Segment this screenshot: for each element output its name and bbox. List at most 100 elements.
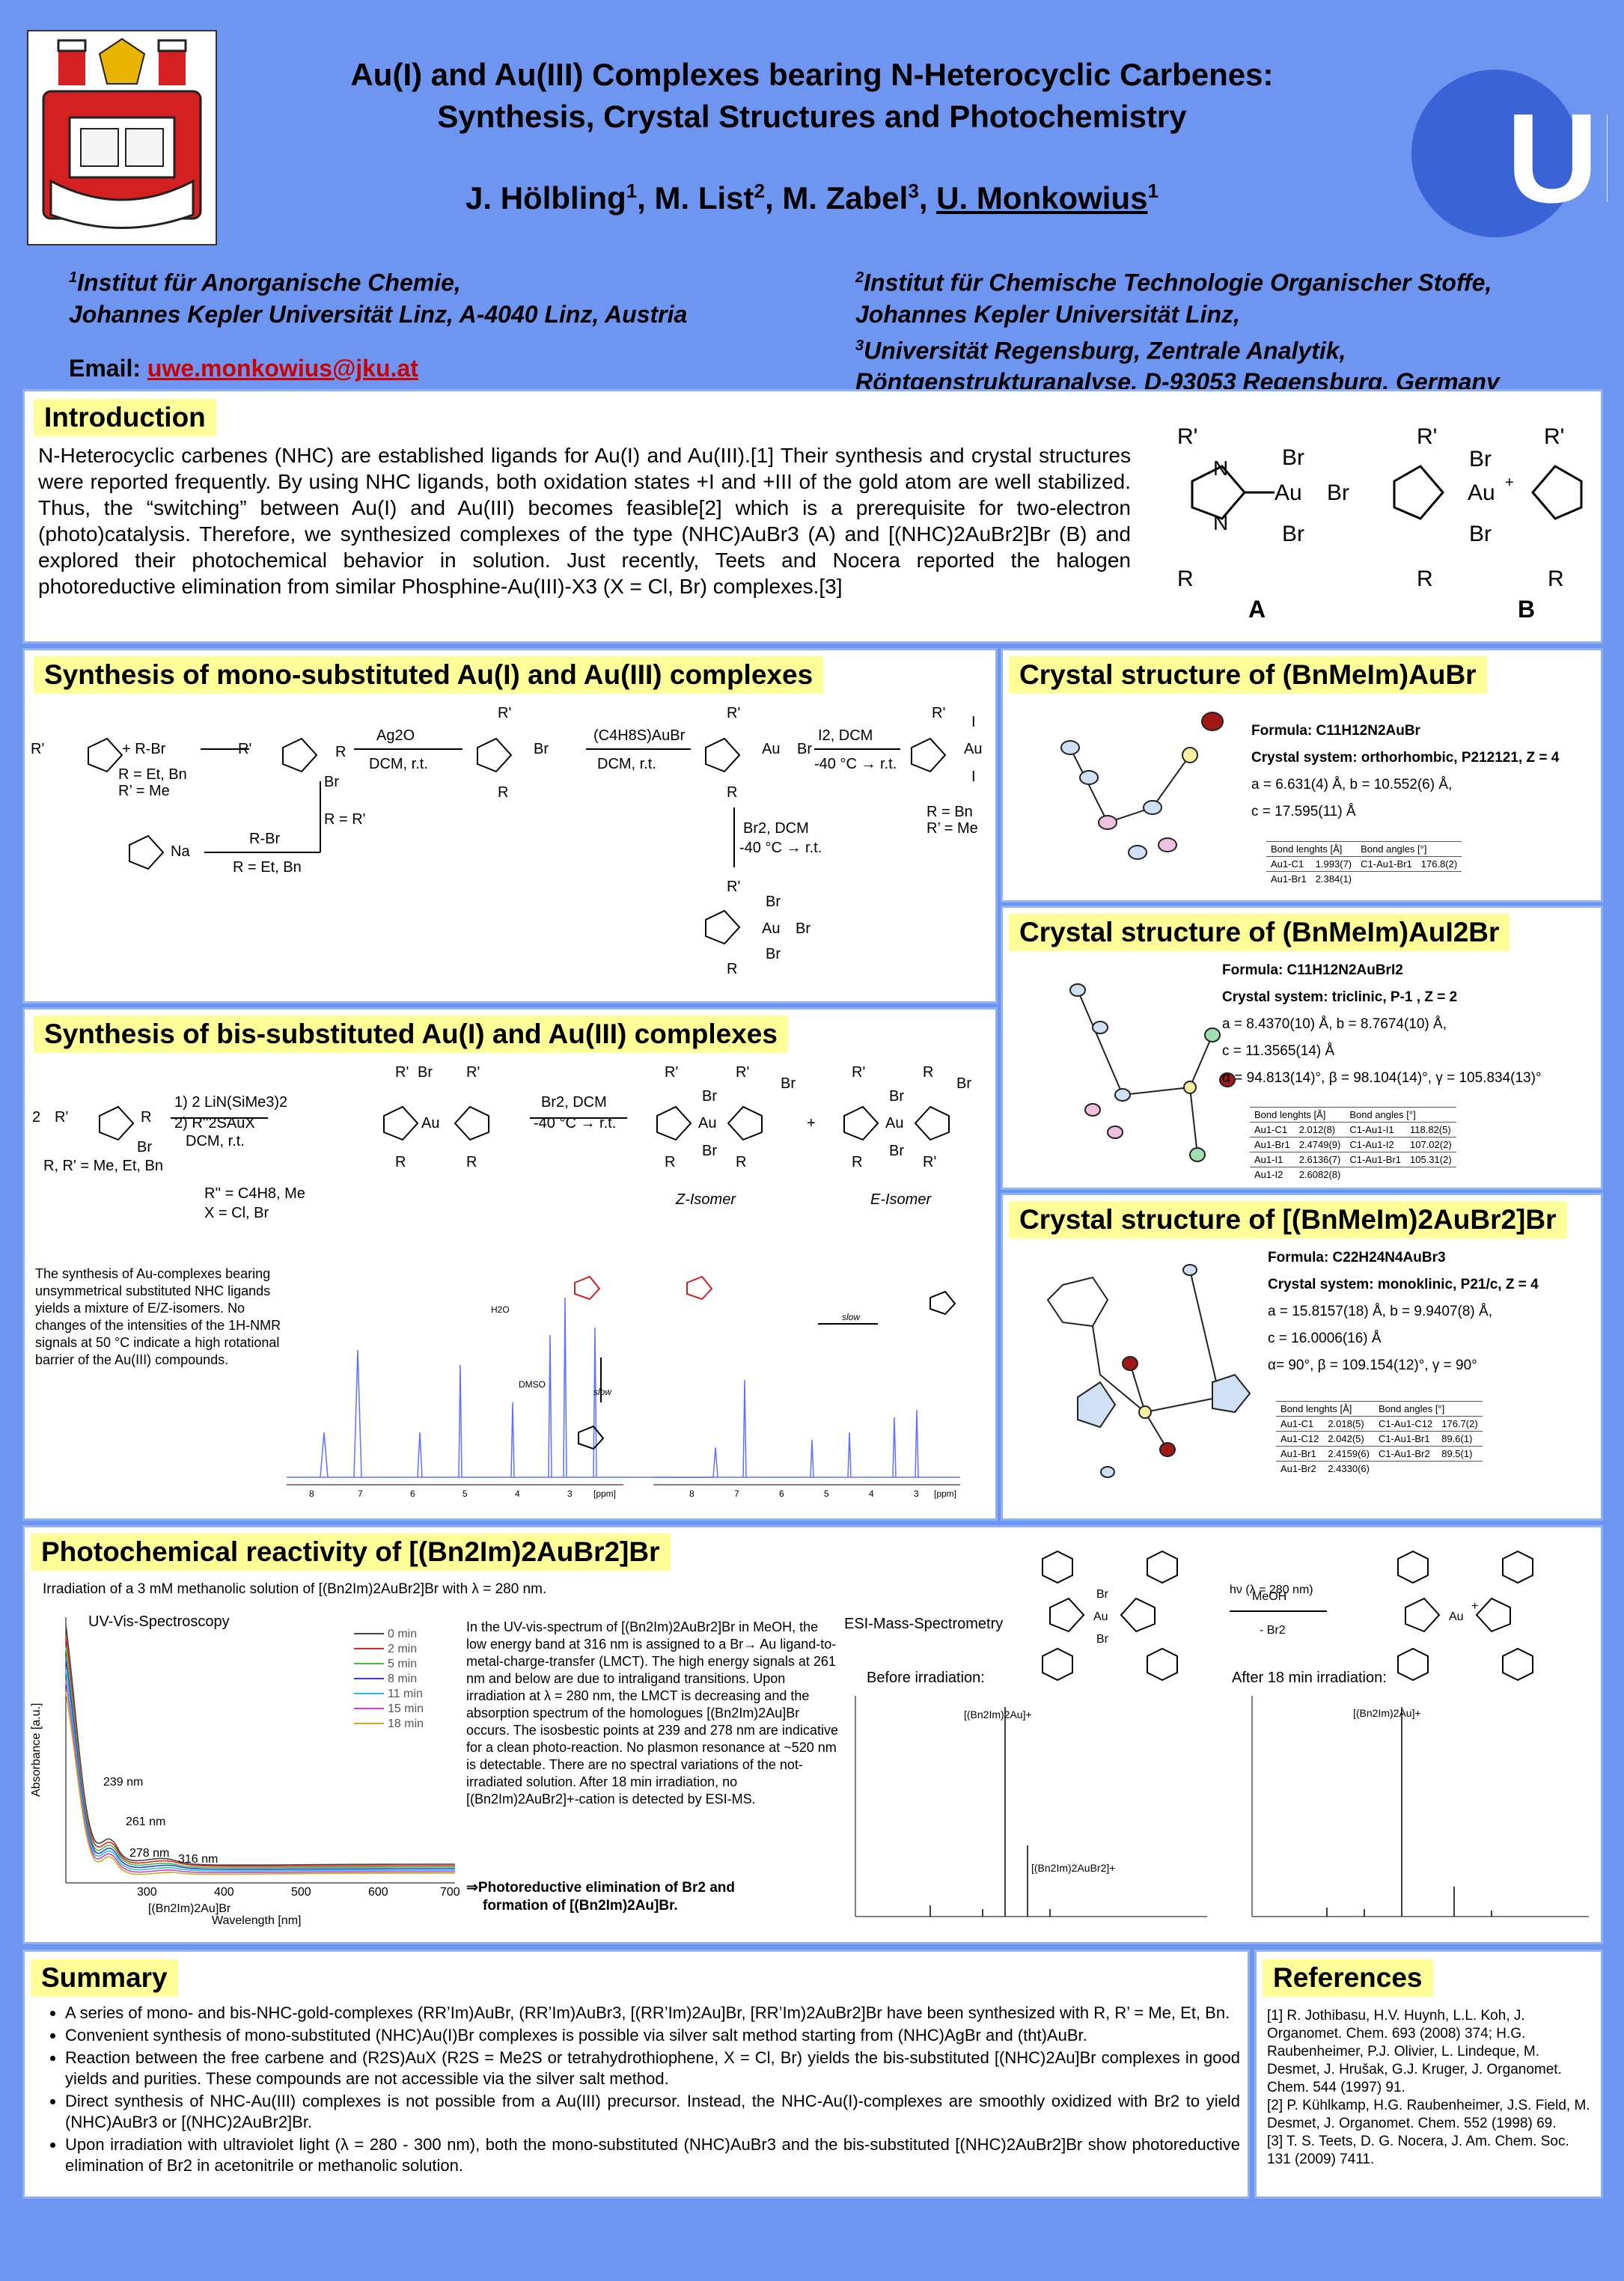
cs3-ortep bbox=[1046, 1264, 1251, 1478]
svg-text:Br: Br bbox=[324, 774, 339, 790]
svg-text:R': R' bbox=[498, 705, 511, 721]
svg-text:Au: Au bbox=[698, 1115, 716, 1132]
svg-text:Br: Br bbox=[766, 894, 781, 910]
svg-text:700: 700 bbox=[440, 1886, 460, 1899]
svg-text:Au: Au bbox=[762, 741, 780, 757]
title-line-2: Synthesis, Crystal Structures and Photoc… bbox=[437, 99, 1187, 134]
intro-panel: Introduction N-Heterocyclic carbenes (NH… bbox=[22, 389, 1603, 644]
svg-text:+: + bbox=[1471, 1600, 1478, 1613]
list-item: A series of mono- and bis-NHC-gold-compl… bbox=[65, 2003, 1240, 2024]
svg-text:DCM, r.t.: DCM, r.t. bbox=[369, 756, 428, 772]
svg-text:7: 7 bbox=[734, 1488, 739, 1499]
svg-text:18 min: 18 min bbox=[388, 1717, 424, 1730]
svg-text:500: 500 bbox=[291, 1886, 311, 1899]
svg-text:X = Cl, Br: X = Cl, Br bbox=[204, 1205, 269, 1221]
svg-text:- Br2: - Br2 bbox=[1260, 1624, 1286, 1637]
svg-text:R': R' bbox=[238, 741, 251, 757]
svg-text:2 min: 2 min bbox=[388, 1643, 417, 1655]
nmr-description: The synthesis of Au-complexes bearing un… bbox=[35, 1266, 281, 1367]
list-item: Reaction between the free carbene and (R… bbox=[65, 2048, 1240, 2089]
intro-heading: Introduction bbox=[34, 399, 216, 436]
svg-text:8 min: 8 min bbox=[388, 1673, 417, 1685]
svg-text:[(Bn2Im)2AuBr2]+: [(Bn2Im)2AuBr2]+ bbox=[1031, 1862, 1115, 1874]
svg-text:2: 2 bbox=[32, 1109, 40, 1126]
svg-text:MeOH: MeOH bbox=[1252, 1590, 1286, 1603]
poster-title: Au(I) and Au(III) Complexes bearing N-He… bbox=[247, 54, 1377, 138]
svg-text:DCM, r.t.: DCM, r.t. bbox=[186, 1133, 245, 1149]
email-link[interactable]: uwe.monkowius@jku.at bbox=[147, 355, 418, 382]
svg-text:Br: Br bbox=[889, 1143, 904, 1159]
svg-text:4: 4 bbox=[515, 1488, 520, 1499]
photo-panel: Photochemical reactivity of [(Bn2Im)2AuB… bbox=[22, 1525, 1603, 1944]
svg-text:Absorbance [a.u.]: Absorbance [a.u.] bbox=[30, 1703, 43, 1797]
svg-text:R': R' bbox=[923, 1154, 936, 1170]
svg-text:R’ = Me: R’ = Me bbox=[118, 783, 170, 799]
svg-text:-40 °C → r.t.: -40 °C → r.t. bbox=[534, 1115, 616, 1132]
uv-title: UV-Vis-Spectroscopy bbox=[88, 1613, 230, 1630]
svg-text:0 min: 0 min bbox=[388, 1628, 417, 1640]
svg-text:R: R bbox=[727, 961, 737, 977]
svg-text:Wavelength [nm]: Wavelength [nm] bbox=[212, 1914, 301, 1927]
synth-bis-panel: Synthesis of bis-substituted Au(I) and A… bbox=[22, 1007, 998, 1521]
list-item: [2] P. Kühlkamp, H.G. Raubenheimer, J.S.… bbox=[1267, 2098, 1590, 2131]
svg-text:R, R' = Me, Et, Bn: R, R' = Me, Et, Bn bbox=[43, 1158, 163, 1174]
cs2-data: Formula: C11H12N2AuBrI2 Crystal system: … bbox=[1222, 962, 1542, 1086]
svg-text:-40 °C → r.t.: -40 °C → r.t. bbox=[814, 756, 897, 772]
svg-text:[(Bn2Im)2Au]+: [(Bn2Im)2Au]+ bbox=[964, 1709, 1032, 1720]
svg-text:B: B bbox=[1518, 596, 1535, 623]
svg-text:Br: Br bbox=[766, 946, 781, 962]
svg-text:R = Bn: R = Bn bbox=[927, 804, 973, 820]
esi-before-label: Before irradiation: bbox=[867, 1670, 985, 1686]
photo-conclusion: ⇒Photoreductive elimination of Br2 and f… bbox=[466, 1880, 736, 1914]
svg-text:R': R' bbox=[932, 705, 945, 721]
crystal-panel-1: Crystal structure of (BnMeIm)AuBr Formul… bbox=[1001, 648, 1603, 903]
esi-before-spectrum: [(Bn2Im)2Au]+ [(Bn2Im)2AuBr2]+ bbox=[855, 1696, 1207, 1917]
svg-text:Au: Au bbox=[1275, 480, 1302, 505]
summary-heading: Summary bbox=[31, 1959, 178, 1997]
list-item: [3] T. S. Teets, D. G. Nocera, J. Am. Ch… bbox=[1267, 2134, 1569, 2167]
svg-text:Au: Au bbox=[1468, 480, 1495, 505]
reaction-scheme: Au Br Br MeOH hν (λ = 280 nm) hν (λ = 28… bbox=[1042, 1550, 1533, 1682]
cs2-ortep bbox=[1069, 983, 1236, 1162]
svg-text:R-Br: R-Br bbox=[249, 831, 280, 847]
svg-text:+: + bbox=[1505, 474, 1514, 491]
svg-text:Br: Br bbox=[418, 1064, 433, 1081]
summary-panel: Summary A series of mono- and bis-NHC-go… bbox=[22, 1949, 1250, 2199]
svg-text:+ R-Br: + R-Br bbox=[122, 741, 166, 757]
cs2-heading: Crystal structure of (BnMeIm)AuI2Br bbox=[1009, 914, 1510, 951]
svg-text:R: R bbox=[736, 1154, 746, 1170]
svg-text:600: 600 bbox=[368, 1886, 388, 1899]
email-line: Email: uwe.monkowius@jku.at bbox=[69, 355, 418, 382]
svg-text:[(Bn2Im)2Au]+: [(Bn2Im)2Au]+ bbox=[1353, 1707, 1421, 1719]
svg-text:7: 7 bbox=[358, 1488, 363, 1499]
svg-text:(C4H8S)AuBr: (C4H8S)AuBr bbox=[593, 727, 686, 744]
synth-bis-heading: Synthesis of bis-substituted Au(I) and A… bbox=[34, 1016, 788, 1053]
svg-text:Au: Au bbox=[1093, 1610, 1108, 1623]
cs3-data: Formula: C22H24N4AuBr3 Crystal system: m… bbox=[1268, 1250, 1539, 1373]
svg-text:R': R' bbox=[736, 1064, 749, 1081]
list-item: [1] R. Jothibasu, H.V. Huynh, L.L. Koh, … bbox=[1267, 2008, 1562, 2095]
synth-mono-heading: Synthesis of mono-substituted Au(I) and … bbox=[34, 656, 824, 694]
irradiation-note: Irradiation of a 3 mM methanolic solutio… bbox=[43, 1581, 547, 1597]
svg-text:R = Et, Bn: R = Et, Bn bbox=[233, 859, 302, 876]
svg-text:I: I bbox=[971, 714, 976, 730]
svg-text:R': R' bbox=[466, 1064, 480, 1081]
svg-text:Na: Na bbox=[171, 843, 190, 860]
svg-text:Br: Br bbox=[797, 741, 812, 757]
complex-b-structure: R' R' Au + Br Br R R B bbox=[1393, 424, 1583, 623]
svg-text:278 nm: 278 nm bbox=[129, 1847, 169, 1860]
complex-a-structure: R' N N R Au Br Br Br A bbox=[1177, 424, 1349, 623]
affiliation-left: 1Institut für Anorganische Chemie, Johan… bbox=[69, 269, 688, 328]
svg-text:[ppm]: [ppm] bbox=[593, 1488, 616, 1499]
svg-text:R = R': R = R' bbox=[324, 811, 366, 828]
svg-text:[(Bn2Im)2Au]Br: [(Bn2Im)2Au]Br bbox=[148, 1902, 231, 1915]
author-list: J. Hölbling1, M. List2, M. Zabel3, U. Mo… bbox=[465, 180, 1159, 216]
svg-text:R: R bbox=[141, 1109, 151, 1126]
author-2: M. List bbox=[654, 180, 754, 216]
svg-text:R': R' bbox=[1177, 424, 1197, 449]
svg-text:Br: Br bbox=[1282, 522, 1304, 546]
